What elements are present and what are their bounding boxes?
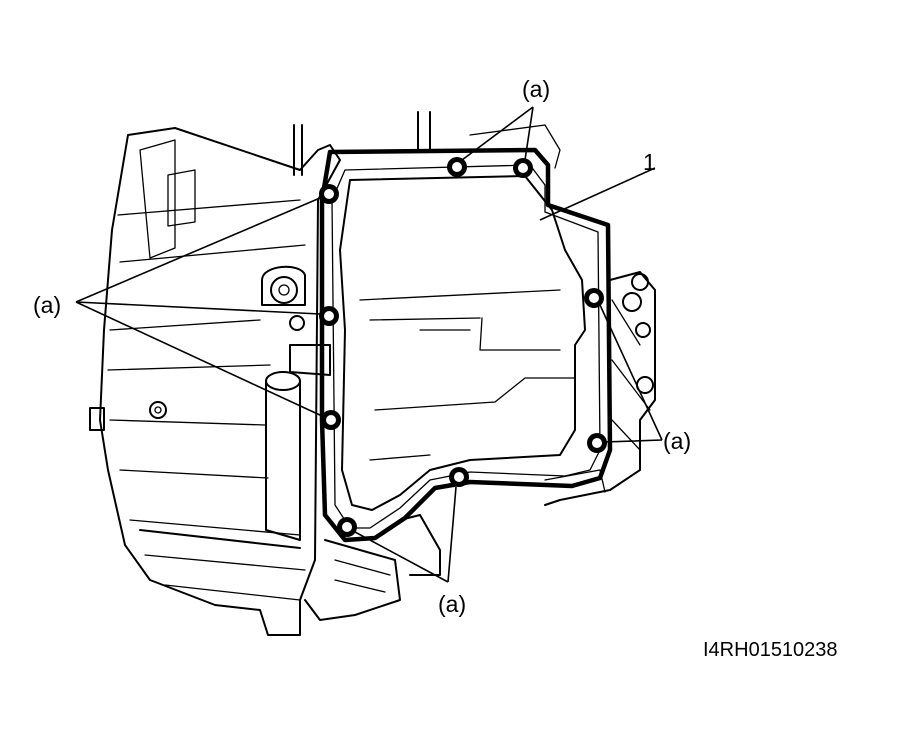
bolt-callout-right: (a) (663, 428, 691, 454)
bolt (584, 288, 604, 308)
bolt (513, 158, 533, 178)
leader-lines (75, 106, 663, 583)
part-number-callout: 1 (643, 149, 656, 175)
bolt (337, 517, 357, 537)
callout-labels: (a) 1 (a) (a) (a) (33, 76, 691, 617)
oil-pan (319, 147, 613, 543)
bolt-callout-top: (a) (522, 76, 550, 102)
bolt (449, 467, 469, 487)
pan-bolts (319, 157, 607, 537)
figure-code: I4RH01510238 (703, 639, 838, 661)
bolt (587, 433, 607, 453)
bolt (321, 410, 341, 430)
bolt (319, 184, 339, 204)
bolt-callout-bottom: (a) (438, 591, 466, 617)
transmission-case (89, 111, 656, 636)
bolt (447, 157, 467, 177)
bolt (319, 306, 339, 326)
bolt-callout-left: (a) (33, 292, 61, 318)
